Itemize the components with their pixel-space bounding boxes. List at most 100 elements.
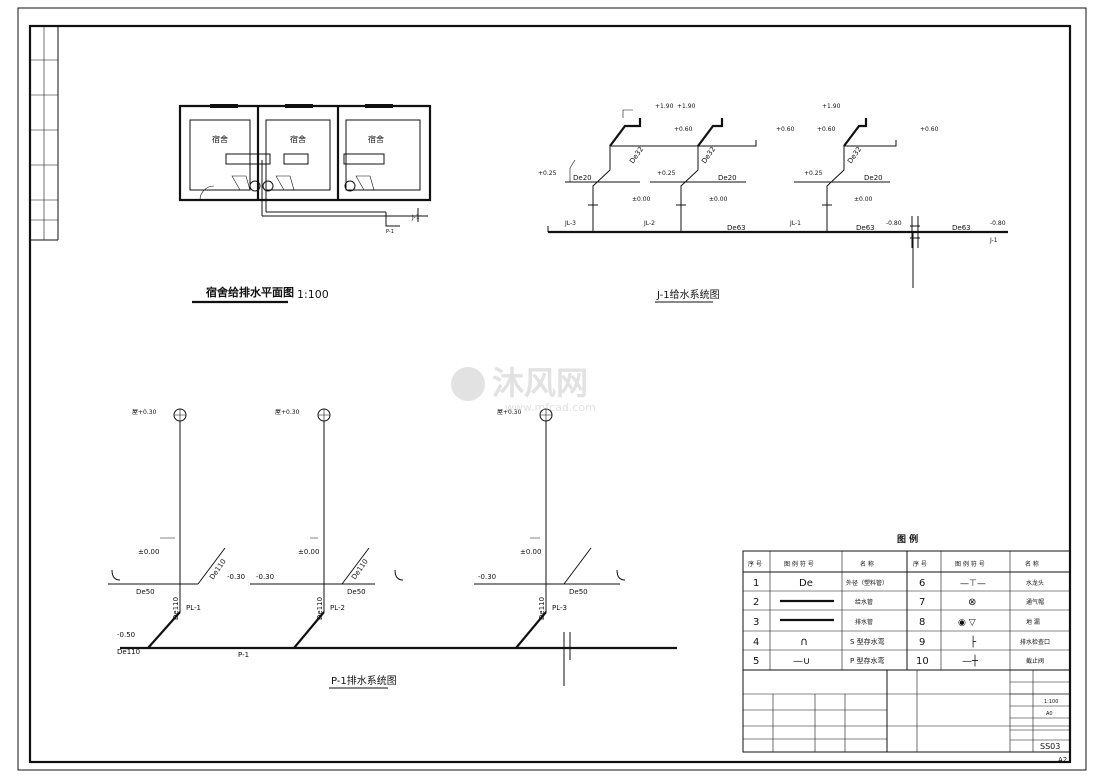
supply-title: J-1给水系统图	[656, 288, 720, 301]
legend-row-5-symbol-1: —∪	[793, 656, 810, 667]
supply-elev-f2: ±0.00	[709, 196, 728, 203]
drain-pipe-de50b: De50	[347, 588, 366, 596]
drain-elev-out: -0.50	[117, 631, 135, 639]
legend-table: 图 例 序 号 图 例 符 号 名 称 序 号 图 例 符 号 名 称 1 De…	[742, 533, 1071, 671]
drain-pipe-de110d: De110	[316, 597, 324, 620]
supply-elev-e3: +0.25	[804, 170, 823, 177]
legend-row-4-name-2: 排水检查口	[1020, 638, 1050, 646]
drain-riser-pl1: PL-1	[186, 604, 201, 612]
drain-main-tag: P-1	[238, 651, 249, 659]
supply-elev-b: +1.90	[677, 103, 696, 110]
supply-tag-j1: J-1	[989, 237, 998, 244]
supply-riser-jl2: JL-2	[643, 220, 655, 227]
plan-title: 宿舍给排水平面图	[206, 285, 294, 299]
legend-header-no-2: 序 号	[913, 560, 927, 568]
legend-row-4-no-1: 4	[753, 637, 759, 648]
watermark: 沐风网 www.mfcad.com	[451, 364, 596, 414]
supply-elev-d3: +0.60	[817, 126, 836, 133]
supply-pipe-de20b: De20	[718, 174, 737, 182]
plan-tag-j1: J-1	[411, 214, 420, 221]
supply-elev-a: +1.90	[655, 103, 674, 110]
drain-pipe-de50a: De50	[136, 588, 155, 596]
legend-row-4-symbol-1: ∩	[800, 635, 808, 648]
plan-room-3: 宿舍	[368, 134, 384, 144]
sheet-frame	[17, 7, 1087, 771]
legend-row-5-name-2: 截止阀	[1026, 657, 1044, 665]
legend-row-5-symbol-2: —┼	[962, 654, 979, 667]
legend-row-1-symbol-2: —⊤—	[960, 579, 986, 589]
drain-elev-vent2: 屋+0.30	[275, 409, 300, 416]
title-block: 1:100 A0 SS03 A2	[742, 669, 1071, 764]
legend-header-symbol-1: 图 例 符 号	[784, 560, 814, 568]
legend-row-4-name-1: S 型存水弯	[850, 637, 885, 646]
supply-pipe-de20c: De20	[864, 174, 883, 182]
legend-row-2-symbol-2: ⊗	[968, 597, 976, 608]
supply-elev-e2: +0.25	[657, 170, 676, 177]
drain-elev-m3: -0.30	[478, 573, 496, 581]
supply-riser-jl3: JL-3	[564, 220, 576, 227]
supply-pipe-de63b: De63	[856, 224, 875, 232]
legend-row-3-no-2: 8	[919, 617, 925, 628]
legend-row-3-name-1: 排水管	[855, 618, 873, 626]
supply-elev-d4: +0.60	[920, 126, 939, 133]
drain-pipe-de50c: De50	[569, 588, 588, 596]
supply-elev-f1: ±0.00	[632, 196, 651, 203]
legend-header-symbol-2: 图 例 符 号	[955, 560, 985, 568]
supply-system-diagram: +1.90 +1.90 +1.90 +0.60 +0.60 +0.60 +0.6…	[538, 103, 1008, 303]
legend-header-name-2: 名 称	[1025, 560, 1039, 568]
supply-elev-e1: +0.25	[538, 170, 557, 177]
legend-row-4-no-2: 9	[919, 637, 925, 648]
titleblock-scale: 1:100	[1044, 699, 1058, 705]
legend-row-5-name-1: P 型存水弯	[850, 656, 884, 665]
plan-room-2: 宿舍	[290, 134, 306, 144]
plan-room-1: 宿舍	[212, 134, 228, 144]
legend-row-5-no-2: 10	[916, 656, 929, 667]
drain-pipe-de110a: De110	[208, 558, 228, 581]
drain-system-diagram: 屋+0.30 屋+0.30 屋+0.30 ±0.00 ±0.00 ±0.00 -…	[108, 408, 677, 689]
legend-row-1-no-1: 1	[753, 578, 759, 589]
watermark-text: 沐风网	[492, 364, 588, 402]
drain-elev-m1: -0.30	[227, 573, 245, 581]
legend-row-4-symbol-2: ├	[970, 635, 977, 648]
supply-pipe-de20a: De20	[573, 174, 592, 182]
legend-row-2-no-1: 2	[753, 597, 759, 608]
plan-scale: 1:100	[297, 288, 329, 301]
titleblock-size: A0	[1046, 711, 1053, 717]
supply-elev-g2: -0.80	[990, 220, 1006, 227]
supply-elev-f3: ±0.00	[854, 196, 873, 203]
legend-header-no-1: 序 号	[748, 560, 762, 568]
legend-header-name-1: 名 称	[860, 560, 874, 568]
drain-elev-vent3: 屋+0.30	[497, 409, 522, 416]
drain-title: P-1排水系统图	[331, 674, 397, 687]
drain-elev-z1: ±0.00	[138, 548, 159, 556]
legend-row-1-no-2: 6	[919, 578, 925, 589]
legend-row-1-name-1: 外径（塑料管）	[846, 579, 888, 587]
drain-elev-vent1: 屋+0.30	[132, 409, 157, 416]
dormitory-plan: 宿舍 宿舍 宿舍 J-1 P-1 宿舍给排水平面图 1:100	[178, 104, 432, 304]
legend-row-3-no-1: 3	[753, 617, 759, 628]
supply-pipe-de32c: De32	[846, 145, 863, 165]
drain-pipe-de110e: De110	[538, 597, 546, 620]
drain-elev-z2: ±0.00	[298, 548, 319, 556]
supply-pipe-de32b: De32	[700, 145, 717, 165]
legend-row-3-name-2: 地 漏	[1026, 618, 1040, 626]
legend-row-1-symbol-1: De	[799, 578, 813, 589]
legend-row-5-no-1: 5	[753, 656, 759, 667]
legend-row-3-symbol-2: ◉ ▽	[958, 618, 976, 628]
legend-row-2-no-2: 7	[919, 597, 925, 608]
legend-row-1-name-2: 水龙头	[1026, 579, 1044, 587]
drain-riser-pl3: PL-3	[552, 604, 567, 612]
supply-pipe-de32a: De32	[628, 145, 645, 165]
plan-tag-p1: P-1	[386, 229, 394, 235]
drain-pipe-de110out: De110	[117, 648, 140, 656]
legend-row-2-name-2: 通气帽	[1026, 598, 1044, 606]
supply-pipe-de63a: De63	[727, 224, 746, 232]
drain-elev-z3: ±0.00	[520, 548, 541, 556]
supply-elev-d1: +0.60	[674, 126, 693, 133]
titleblock-sheet-no: SS03	[1040, 742, 1060, 751]
supply-elev-d2: +0.60	[776, 126, 795, 133]
supply-pipe-de63c: De63	[952, 224, 971, 232]
drain-pipe-de110c: De110	[172, 597, 180, 620]
drain-riser-pl2: PL-2	[330, 604, 345, 612]
